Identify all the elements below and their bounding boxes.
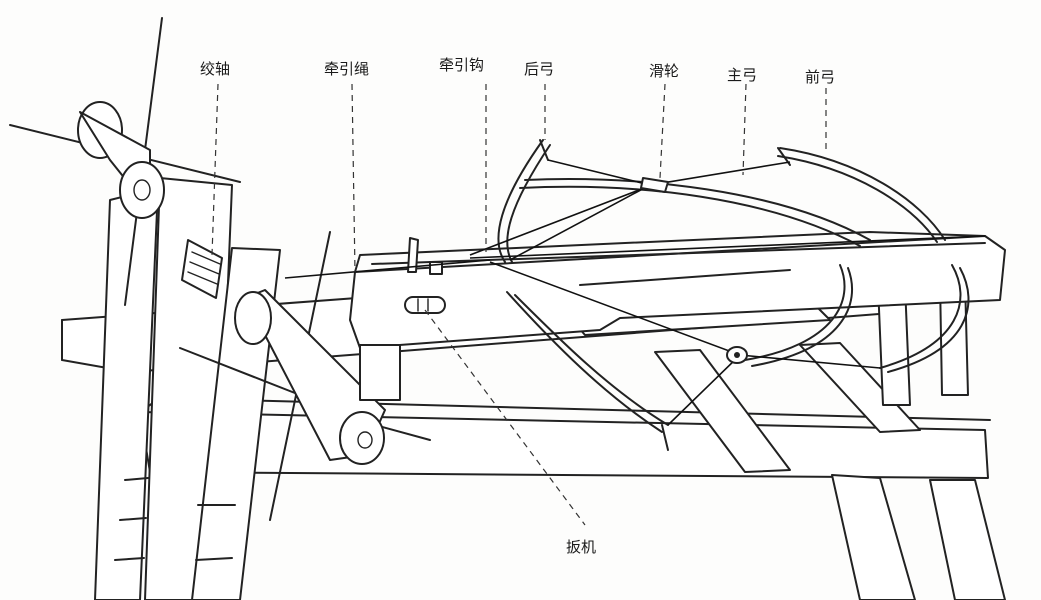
label-rear-bow: 后弓 [524,60,554,78]
label-pull-rope: 牵引绳 [324,60,369,78]
bows [497,139,970,451]
label-winch: 绞轴 [200,60,230,78]
label-pull-hook: 牵引钩 [439,56,484,74]
label-trigger: 扳机 [566,538,596,556]
label-main-bow: 主弓 [727,66,757,84]
leader-lines [211,83,827,526]
winch-lower [179,231,431,521]
label-front-bow: 前弓 [805,68,835,86]
crossbow-stock [349,231,1006,401]
winch-upper [9,17,241,306]
label-pulley: 滑轮 [649,62,679,80]
labels: 绞轴 牵引绳 牵引钩 后弓 滑轮 主弓 前弓 扳机 [200,56,835,556]
strings [284,159,986,426]
